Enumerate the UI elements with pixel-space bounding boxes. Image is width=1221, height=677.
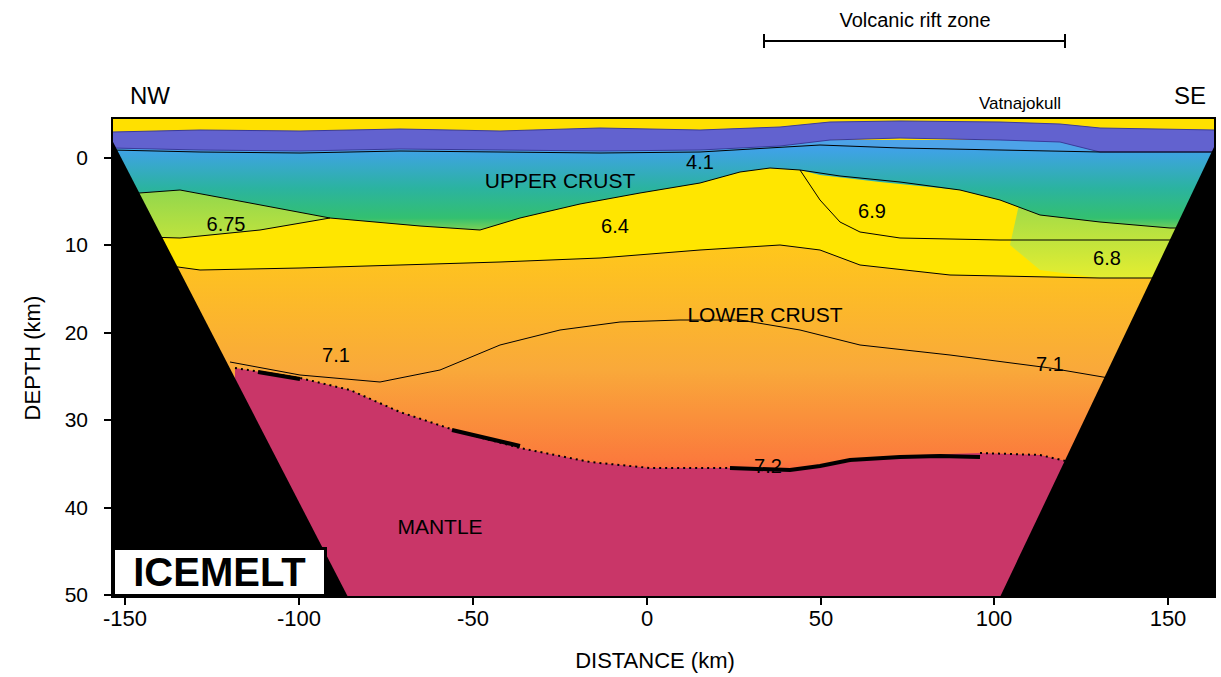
tick-label: -50 xyxy=(457,607,489,631)
tick-label: 150 xyxy=(1150,607,1187,631)
velocity-label: 6.4 xyxy=(601,215,629,237)
tick-label: 50 xyxy=(65,583,88,606)
tick-label: 30 xyxy=(65,408,88,431)
velocity-label: 7.1 xyxy=(322,344,350,366)
place-label: Vatnajokull xyxy=(979,95,1061,114)
layer-label: MANTLE xyxy=(397,515,482,538)
direction-label: NW xyxy=(130,83,170,109)
tick-label: 10 xyxy=(65,233,88,256)
direction-label: SE xyxy=(1174,83,1206,109)
tick-label: 0 xyxy=(641,607,653,631)
logo-box: ICEMELT xyxy=(112,547,327,597)
logo-text: ICEMELT xyxy=(133,552,306,592)
velocity-label: 7.2 xyxy=(754,455,782,477)
tick-label: 100 xyxy=(976,607,1013,631)
velocity-label: 7.1 xyxy=(1036,353,1064,375)
tick-label: -150 xyxy=(103,607,147,631)
axis-title: DEPTH (km) xyxy=(21,296,45,421)
axis-title: DISTANCE (km) xyxy=(575,649,735,673)
velocity-label: 6.75 xyxy=(207,213,246,235)
layer-label: UPPER CRUST xyxy=(485,169,636,192)
zone-label: Volcanic rift zone xyxy=(839,9,990,31)
velocity-label: 6.9 xyxy=(858,200,886,222)
tick-label: 20 xyxy=(65,321,88,344)
tick-label: 40 xyxy=(65,496,88,519)
tick-label: 50 xyxy=(809,607,833,631)
tick-label: -100 xyxy=(277,607,321,631)
layer-label: LOWER CRUST xyxy=(687,303,842,326)
velocity-label: 4.1 xyxy=(686,151,714,173)
tick-label: 0 xyxy=(76,146,88,169)
velocity-label: 6.8 xyxy=(1093,247,1121,269)
